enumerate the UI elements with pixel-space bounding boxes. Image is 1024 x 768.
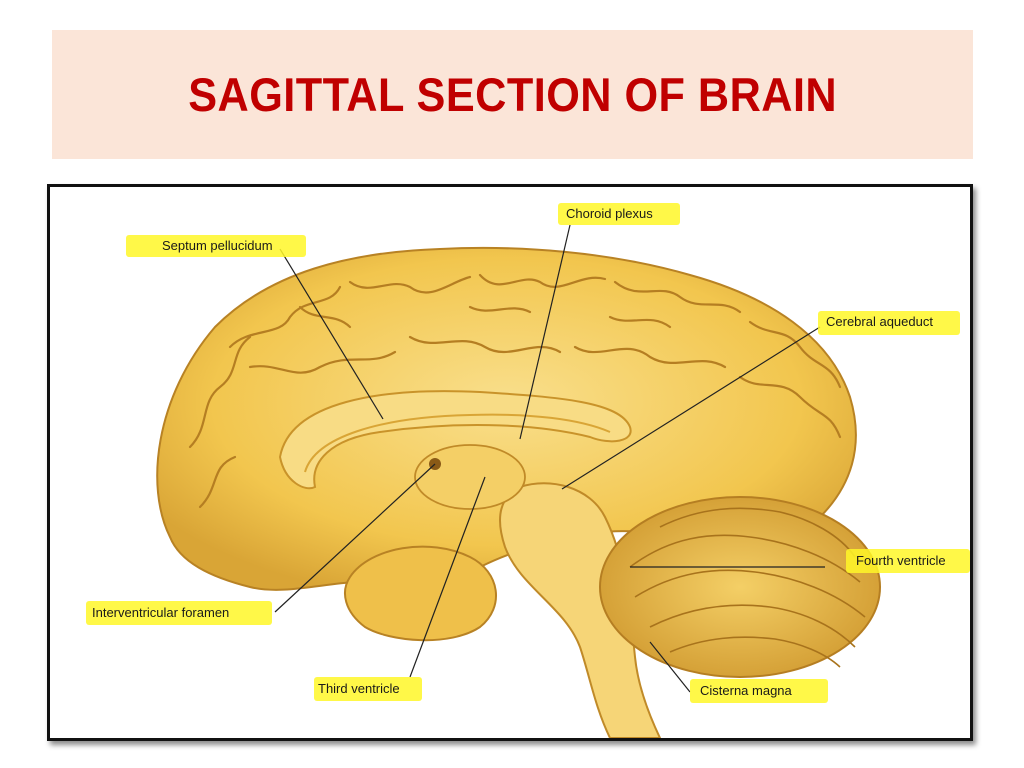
highlight-cisterna-magna [690,679,828,703]
brainstem [499,482,662,738]
gyri-folds [188,273,842,509]
label-third-ventricle: Third ventricle [318,681,400,696]
highlight-aqueduct [818,311,960,335]
pointer-lines [274,224,825,693]
thalamus [414,444,526,510]
temporal-lobe [344,545,497,642]
brain-illustration [156,224,881,738]
highlight-interventricular [86,601,272,625]
cerebellum-folia [629,507,866,668]
corpus-callosum [278,390,632,490]
title-band: SAGITTAL SECTION OF BRAIN [52,30,973,159]
label-choroid-plexus: Choroid plexus [566,206,653,221]
highlight-choroid [558,203,680,225]
label-fourth-ventricle: Fourth ventricle [856,553,946,568]
highlight-septum [126,235,306,257]
brain-figure: Septum pellucidum Choroid plexus Cerebra… [47,184,973,741]
label-cerebral-aqueduct: Cerebral aqueduct [826,314,933,329]
label-interventricular-foramen: Interventricular foramen [92,605,230,620]
label-cisterna-magna: Cisterna magna [700,683,792,698]
highlight-third-ventricle [314,677,422,701]
label-septum-pellucidum: Septum pellucidum [162,238,273,253]
highlight-fourth-ventricle [846,549,970,573]
cerebellum [599,496,881,678]
slide-title: SAGITTAL SECTION OF BRAIN [188,68,837,121]
